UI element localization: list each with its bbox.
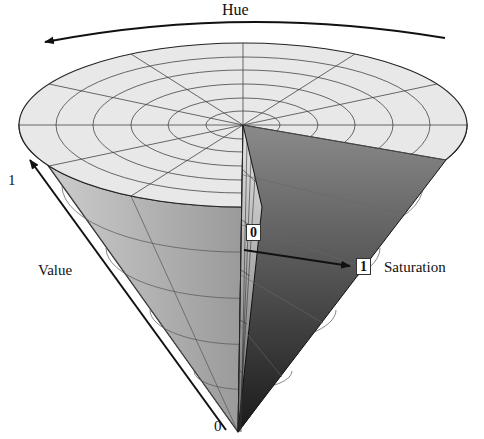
value-max: 1 (8, 172, 16, 189)
value-min: 0 (214, 418, 222, 435)
saturation-min: 0 (246, 224, 261, 241)
hue-label: Hue (222, 1, 249, 19)
saturation-label: Saturation (384, 259, 446, 276)
saturation-max: 1 (356, 258, 371, 275)
value-label: Value (38, 262, 72, 279)
